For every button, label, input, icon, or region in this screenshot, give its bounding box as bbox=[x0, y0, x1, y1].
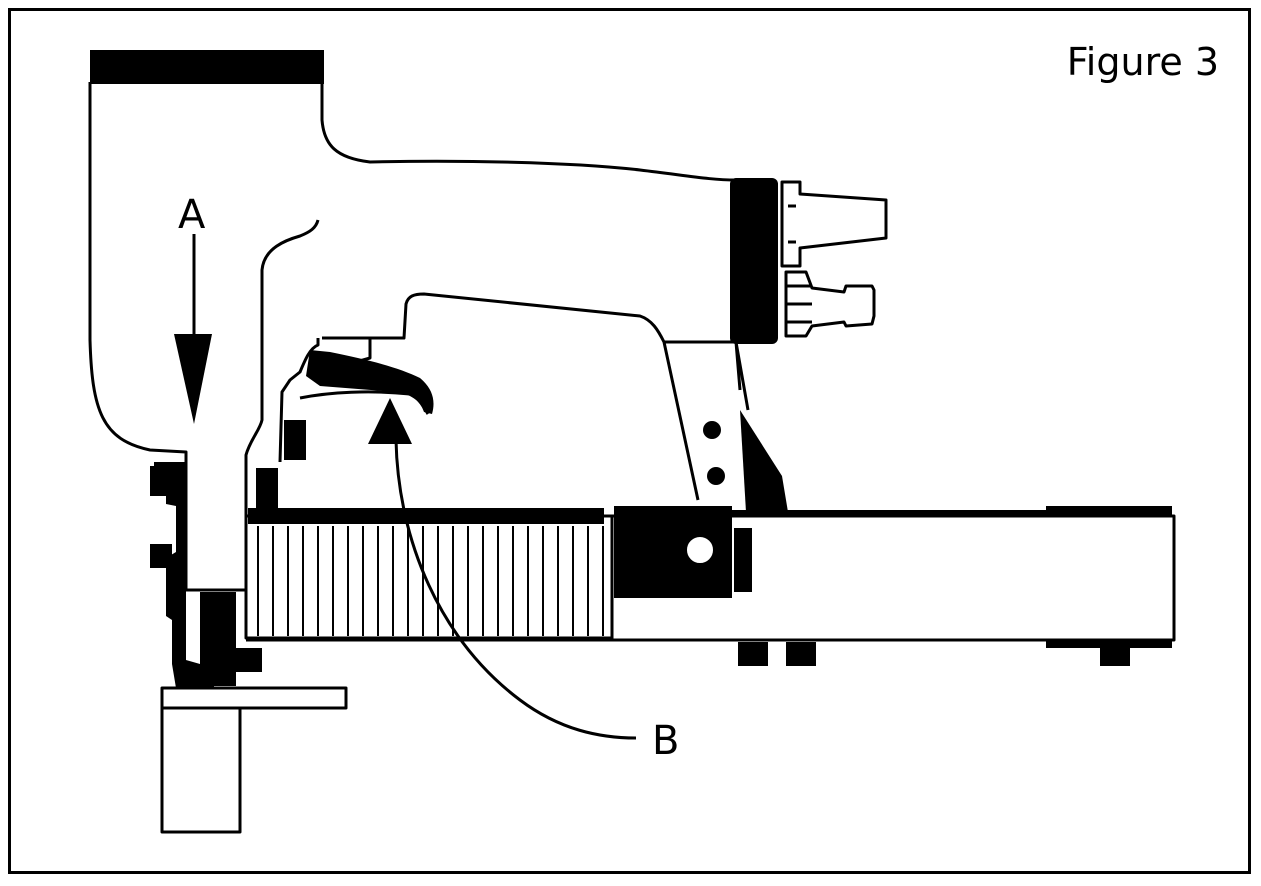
handle-screw-lower bbox=[707, 467, 725, 485]
callout-b-leader bbox=[394, 439, 637, 740]
handle-screw-upper bbox=[703, 421, 721, 439]
arrow-b-head bbox=[368, 398, 412, 444]
workpiece-side bbox=[160, 706, 242, 834]
safety-block bbox=[256, 468, 278, 508]
figure-title: Figure 3 bbox=[1066, 40, 1219, 84]
nose-guide bbox=[154, 462, 214, 688]
foot-2 bbox=[786, 642, 816, 666]
top-cap bbox=[90, 50, 324, 84]
staple-exit-block bbox=[200, 592, 236, 686]
latch-hole bbox=[685, 535, 715, 565]
latch-tab bbox=[734, 528, 752, 592]
trigger-pivot bbox=[284, 420, 306, 460]
arrow-a-head bbox=[174, 334, 212, 424]
nose-bolt-upper bbox=[150, 466, 172, 496]
trigger-housing bbox=[278, 338, 320, 463]
tool-body-outline bbox=[88, 80, 737, 592]
nose-bolt-lower bbox=[150, 544, 172, 568]
nose-foot-screw bbox=[234, 648, 262, 672]
handle-grip bbox=[322, 292, 750, 501]
rail-end-plate bbox=[1046, 506, 1172, 516]
support-bracket bbox=[740, 410, 788, 512]
foot-1 bbox=[738, 642, 768, 666]
callout-a-label: A bbox=[178, 192, 206, 238]
latch-block bbox=[614, 506, 732, 598]
trigger bbox=[306, 350, 434, 414]
rail-bottom-end bbox=[1046, 640, 1172, 648]
magazine-top-plate bbox=[248, 508, 604, 524]
workpiece-top bbox=[160, 686, 348, 710]
figure-border bbox=[8, 8, 1251, 874]
rail-top-strip bbox=[614, 510, 1046, 516]
callout-b-label: B bbox=[652, 718, 679, 764]
staple-strip-ribs bbox=[257, 526, 604, 636]
air-fitting-nipple bbox=[784, 270, 876, 338]
rear-band bbox=[730, 178, 778, 344]
air-fitting-cone bbox=[780, 180, 888, 268]
